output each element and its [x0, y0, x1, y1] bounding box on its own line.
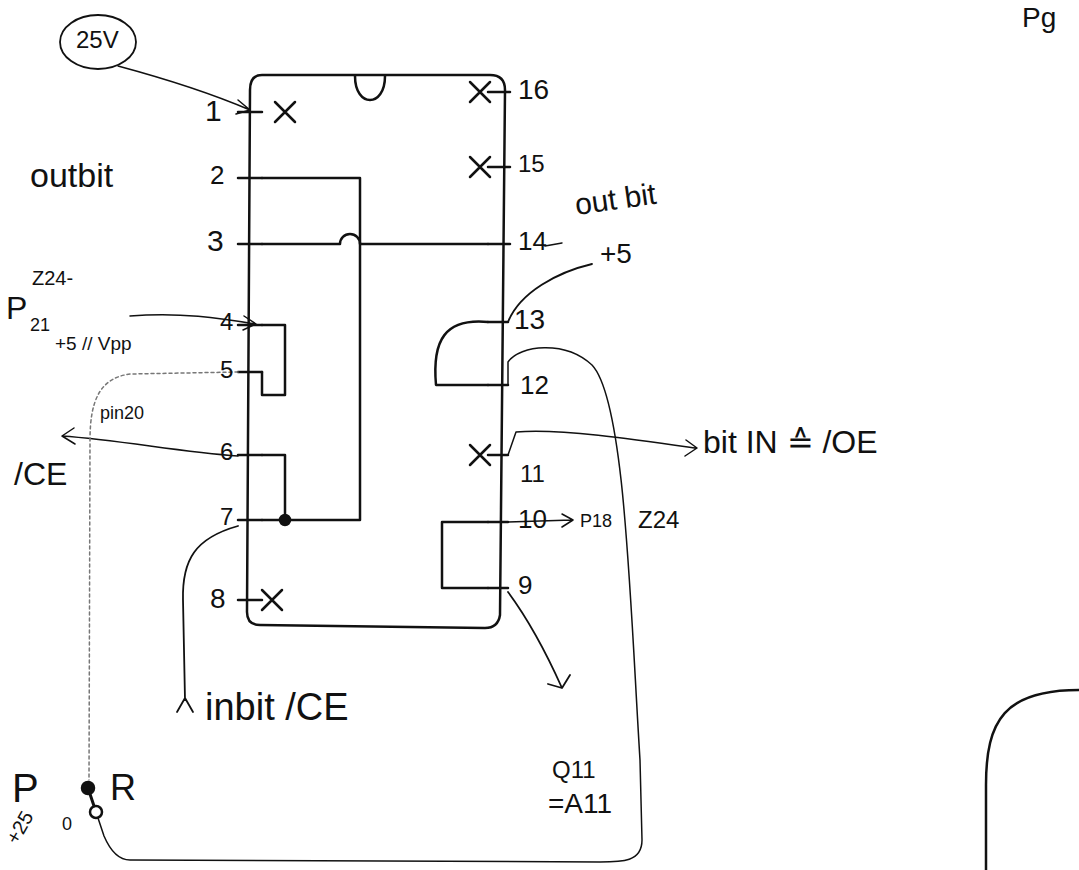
switch-label: R: [110, 770, 136, 806]
wire: [98, 348, 642, 862]
pin-number: 7: [220, 505, 233, 529]
pin-number: 2: [210, 162, 224, 188]
pin-stubs: [238, 92, 510, 600]
signal-name: bit IN ≙ /OE: [703, 426, 878, 458]
switch-label: 0: [62, 815, 72, 833]
circle-mark: [60, 15, 136, 69]
ic-body: [247, 75, 505, 628]
switch-label: P: [12, 768, 39, 808]
wire: [262, 178, 360, 520]
supply-name: +5 // Vpp: [55, 334, 132, 353]
partial-outline: [986, 690, 1079, 870]
signal-name: inbit /CE: [205, 688, 349, 726]
leader-line: [118, 66, 250, 114]
leader-line: [62, 428, 238, 456]
signal-name: outbit: [30, 158, 113, 192]
wire: [442, 522, 488, 588]
switch-lever: [88, 788, 94, 806]
wire: [435, 322, 488, 385]
pin-number: 5: [220, 358, 233, 382]
pin-number: 16: [518, 76, 549, 104]
leader-line: [130, 315, 256, 330]
leader-line: [508, 592, 570, 688]
pin-number: 6: [220, 440, 233, 464]
leader-line: [177, 526, 238, 712]
pin-number: 1: [205, 96, 222, 126]
socket-pin: Z24: [638, 508, 679, 532]
signal-name: out bit: [573, 179, 658, 220]
supply-name: +5: [600, 240, 632, 268]
socket-pin: P18: [580, 512, 612, 530]
signal-name: /CE: [14, 458, 67, 490]
ic-notch: [355, 76, 385, 100]
pin-number: 9: [518, 572, 532, 598]
socket-pin: pin20: [100, 404, 144, 422]
socket-pin: Z24-: [32, 268, 73, 288]
switch-contact: [90, 806, 102, 818]
pin-number: 8: [210, 585, 226, 613]
signal-name: =A11: [548, 790, 612, 818]
junction-dot: [280, 515, 290, 525]
wire: [262, 455, 285, 520]
pin-number: 3: [207, 226, 224, 256]
pin-number: 12: [520, 372, 549, 398]
pin-number: 10: [518, 506, 547, 532]
signal-name: Q11: [552, 758, 596, 782]
leader-line: [545, 243, 562, 246]
socket-pin: P: [6, 292, 27, 324]
page-note: Pg: [1022, 4, 1056, 32]
socket-pin: 21: [30, 316, 50, 334]
pin-number: 13: [514, 306, 545, 334]
wire: [262, 325, 285, 395]
pin-number: 4: [220, 310, 233, 334]
voltage-label: 25V: [76, 28, 119, 52]
pin-number: 11: [520, 462, 545, 486]
pin-number: 15: [518, 152, 545, 176]
no-connect-marks: [262, 82, 490, 610]
pin-number: 14: [518, 228, 547, 254]
wire: [262, 234, 488, 244]
switch-label: +25: [2, 808, 36, 847]
leader-line: [508, 431, 697, 456]
